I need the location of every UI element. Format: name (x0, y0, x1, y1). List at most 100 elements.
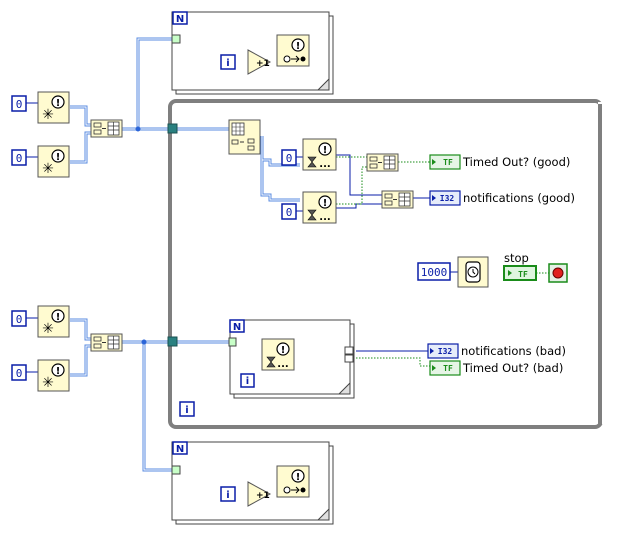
svg-text:!: ! (56, 152, 61, 163)
svg-text:i: i (226, 490, 229, 501)
timed-out-good-label: Timed Out? (good) (462, 155, 570, 169)
send-notification-top: +1 ! (247, 34, 310, 75)
index-terminals: i i (220, 54, 236, 502)
wait-on-notification-icon[interactable]: ! ... (302, 191, 337, 224)
count-terminal[interactable] (172, 441, 188, 455)
tunnel[interactable] (228, 337, 237, 347)
svg-text:✳: ✳ (42, 375, 54, 391)
svg-text:TF: TF (518, 270, 528, 279)
build-array-nodes (90, 119, 414, 352)
for-loop-bottom[interactable]: N (171, 441, 334, 525)
indexing-tunnel[interactable] (344, 354, 354, 363)
numeric-constant[interactable]: 0 (281, 203, 297, 220)
stop-button-icon[interactable] (548, 263, 568, 283)
count-label: N (176, 14, 184, 25)
numeric-constant[interactable]: 0 (11, 310, 27, 327)
wire-refnum[interactable] (260, 140, 300, 202)
iteration-terminal (220, 486, 236, 502)
svg-text:1000: 1000 (421, 266, 448, 279)
svg-text:0: 0 (16, 98, 23, 111)
svg-text:0: 0 (286, 152, 293, 165)
svg-text:+1: +1 (256, 59, 270, 69)
numeric-constant[interactable]: 0 (11, 364, 27, 381)
numeric-constant[interactable]: 0 (281, 149, 297, 166)
increment-icon[interactable]: +1 (247, 49, 272, 75)
svg-text:I32: I32 (440, 194, 455, 203)
svg-text:!: ! (56, 366, 61, 377)
tunnel[interactable] (171, 465, 181, 475)
create-notifier-icon[interactable]: ! ✳ (37, 145, 70, 178)
stop-control[interactable]: stop TF (503, 251, 537, 281)
while-loop[interactable]: i (167, 99, 603, 429)
svg-text:0: 0 (16, 313, 23, 326)
build-array-icon[interactable] (366, 153, 399, 172)
build-array-icon[interactable] (90, 119, 123, 138)
stop-label: stop (504, 251, 529, 265)
svg-text:...: ... (277, 359, 288, 370)
wire-refnum[interactable] (70, 318, 92, 341)
indicator-timed-out-bad[interactable]: TF Timed Out? (bad) (429, 360, 563, 376)
svg-text:N: N (176, 444, 184, 455)
notifications-good-label: notifications (good) (463, 191, 575, 205)
svg-text:I32: I32 (438, 347, 453, 356)
svg-text:+1: +1 (256, 491, 270, 501)
indicator-notifications-good[interactable]: I32 notifications (good) (429, 190, 575, 206)
svg-text:!: ! (296, 472, 301, 483)
wire-refnum[interactable] (70, 344, 92, 377)
wire-refnum[interactable] (70, 105, 92, 127)
notifications-bad-label: notifications (bad) (461, 344, 566, 358)
iteration-label: i (185, 405, 188, 416)
svg-text:!: ! (281, 345, 286, 356)
svg-text:✳: ✳ (42, 107, 54, 123)
build-array-icon[interactable] (381, 190, 414, 209)
create-notifier-icon[interactable]: ! ✳ (37, 91, 70, 124)
svg-text:0: 0 (286, 206, 293, 219)
svg-text:✳: ✳ (42, 161, 54, 177)
index-array-icon[interactable] (228, 119, 261, 155)
tunnel[interactable] (167, 336, 178, 347)
numeric-constant[interactable]: 0 (11, 95, 27, 112)
tunnel[interactable] (171, 34, 181, 44)
svg-text:!: ! (56, 312, 61, 323)
indicator-timed-out-good[interactable]: TF Timed Out? (good) (429, 154, 570, 170)
svg-text:N: N (233, 322, 241, 333)
svg-text:TF: TF (443, 158, 453, 167)
svg-text:TF: TF (443, 364, 453, 373)
svg-text:0: 0 (16, 367, 23, 380)
send-notification-icon[interactable]: ! (276, 34, 310, 67)
build-array-icon[interactable] (90, 333, 123, 352)
wait-on-notification-icon[interactable]: ! ... (302, 138, 337, 171)
numeric-constant[interactable]: 1000 (417, 262, 451, 281)
indexing-tunnel[interactable] (344, 346, 354, 355)
iteration-terminal (220, 54, 236, 70)
svg-text:!: ! (296, 41, 301, 52)
count-terminal[interactable] (229, 319, 245, 333)
count-terminal[interactable] (172, 11, 188, 25)
iteration-terminal (240, 373, 255, 388)
create-notifier-nodes: ! ✳ ! ✳ ! ✳ ! ✳ (37, 91, 70, 392)
wire-refnum[interactable] (70, 131, 92, 164)
create-notifier-icon[interactable]: ! ✳ (37, 359, 70, 392)
svg-text:!: ! (323, 198, 328, 209)
tunnel[interactable] (167, 123, 178, 134)
create-notifier-icon[interactable]: ! ✳ (37, 305, 70, 338)
svg-text:0: 0 (16, 152, 23, 165)
timed-out-bad-label: Timed Out? (bad) (462, 361, 563, 375)
numeric-constant[interactable]: 0 (11, 149, 27, 166)
svg-text:!: ! (323, 145, 328, 156)
svg-text:✳: ✳ (42, 321, 54, 337)
indicator-notifications-bad[interactable]: I32 notifications (bad) (427, 343, 566, 359)
svg-text:!: ! (56, 98, 61, 109)
wait-on-notification-nodes: ! ... ! ... ! ... (261, 138, 337, 371)
svg-text:...: ... (319, 212, 330, 223)
increment-icon[interactable]: +1 (247, 481, 272, 507)
wait-ms-icon[interactable] (457, 256, 489, 288)
svg-text:...: ... (319, 159, 330, 170)
send-notification-bottom: +1 ! (247, 465, 310, 507)
constants: 0 0 0 0 0 0 1000 (11, 95, 451, 381)
wait-on-notification-icon[interactable]: ! ... (261, 338, 295, 371)
send-notification-icon[interactable]: ! (276, 465, 310, 498)
svg-text:i: i (246, 376, 249, 387)
